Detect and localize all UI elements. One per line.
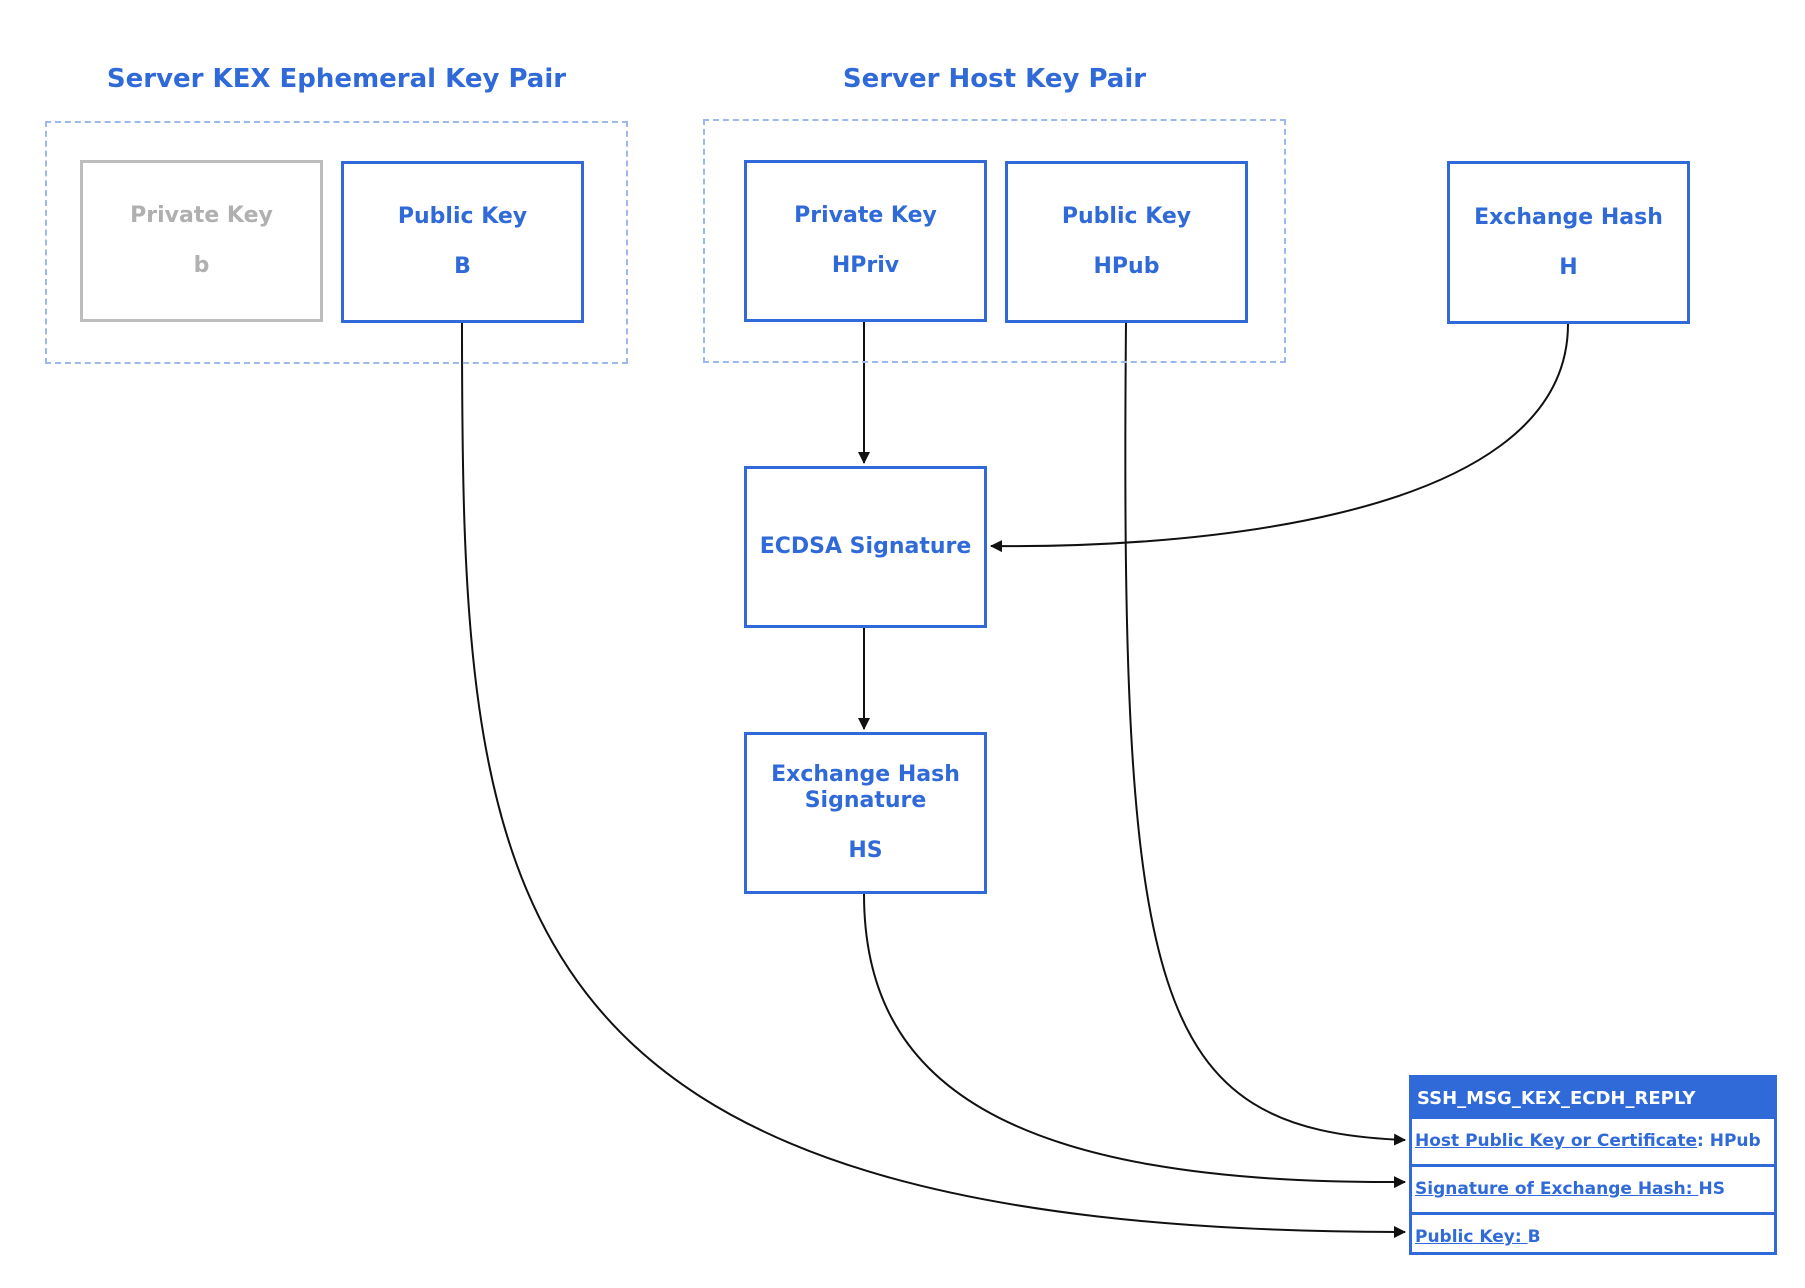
message-title: SSH_MSG_KEX_ECDH_REPLY (1412, 1078, 1774, 1119)
node-label: Private Key (130, 203, 273, 228)
arrow-host-public-to-reply (1124, 321, 1406, 1146)
message-field-signature: Signature of Exchange Hash: HS (1412, 1164, 1774, 1212)
node-label: ECDSA Signature (759, 534, 972, 559)
field-name-link[interactable]: Signature of Exchange Hash: (1415, 1179, 1699, 1199)
exchange-hash-signature-node: Exchange Hash Signature HS (744, 732, 987, 894)
group-box-host (703, 119, 1286, 363)
node-value: B (454, 254, 471, 279)
node-value: H (1559, 254, 1578, 280)
field-name-link[interactable]: Host Public Key or Certificate (1415, 1131, 1697, 1151)
node-value: b (193, 253, 210, 278)
arrow-public-key-b-to-reply (461, 321, 1406, 1238)
field-value: HPub (1709, 1131, 1761, 1151)
arrow-hash-signature-to-reply (863, 893, 1406, 1189)
ephemeral-public-key-node: Public Key B (341, 161, 584, 323)
field-name-link[interactable]: Public Key: (1415, 1227, 1528, 1247)
host-public-key-node: Public Key HPub (1005, 161, 1248, 323)
node-value: HS (848, 838, 883, 863)
node-label: Public Key (1061, 204, 1192, 229)
exchange-hash-node: Exchange Hash H (1447, 161, 1690, 324)
node-label: Exchange Hash Signature (771, 762, 960, 813)
group-title-host: Server Host Key Pair (842, 64, 1147, 94)
field-value: B (1527, 1227, 1541, 1247)
message-field-host-public-key: Host Public Key or Certificate: HPub (1412, 1119, 1774, 1164)
ssh-msg-kex-ecdh-reply-table: SSH_MSG_KEX_ECDH_REPLY Host Public Key o… (1409, 1075, 1777, 1255)
node-label: Private Key (794, 203, 937, 228)
ephemeral-private-key-node: Private Key b (80, 160, 323, 322)
arrow-exchange-hash-to-ecdsa (990, 323, 1569, 553)
group-box-ephemeral (45, 121, 628, 364)
node-value: HPub (1093, 254, 1160, 279)
node-label: Public Key (397, 204, 528, 229)
group-title-ephemeral: Server KEX Ephemeral Key Pair (106, 64, 567, 94)
node-value: HPriv (831, 253, 900, 278)
message-field-public-key: Public Key: B (1412, 1212, 1774, 1260)
field-separator: : (1697, 1131, 1710, 1151)
field-value: HS (1698, 1179, 1725, 1199)
ecdsa-signature-node: ECDSA Signature (744, 466, 987, 628)
host-private-key-node: Private Key HPriv (744, 160, 987, 322)
node-label: Exchange Hash (1474, 204, 1663, 230)
